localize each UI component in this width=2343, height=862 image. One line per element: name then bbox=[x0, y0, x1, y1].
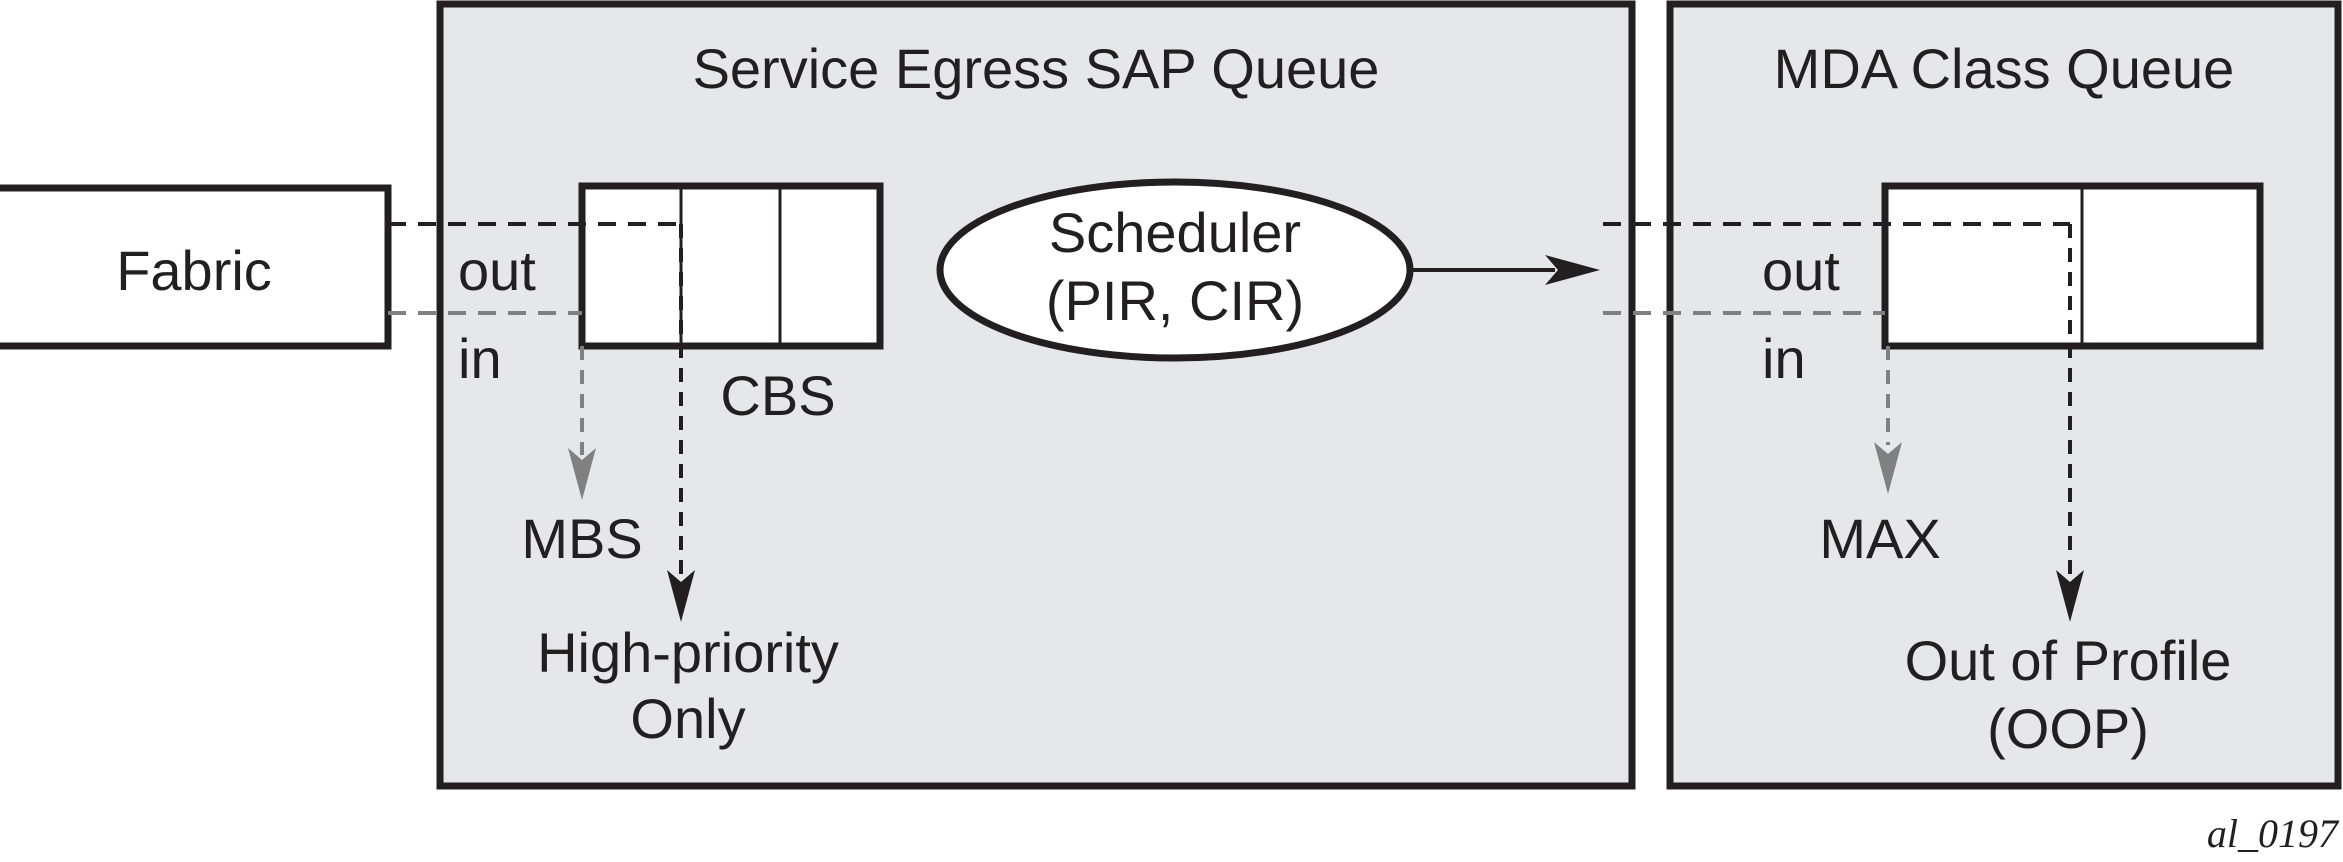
scheduler-label-line2: (PIR, CIR) bbox=[1046, 269, 1304, 332]
oop-arrowhead bbox=[2056, 570, 2084, 622]
mbs-label: MBS bbox=[521, 507, 642, 570]
mbs-arrowhead bbox=[568, 448, 596, 500]
cbs-label: CBS bbox=[720, 364, 835, 427]
mda-queue-box bbox=[1666, 0, 2342, 790]
high-priority-label-line1: High-priority bbox=[537, 621, 839, 684]
fabric-label: Fabric bbox=[116, 239, 272, 302]
sap-in-label: in bbox=[458, 327, 502, 390]
max-arrowhead bbox=[1874, 442, 1902, 494]
oop-label-line1: Out of Profile bbox=[1905, 629, 2232, 692]
mda-queue-title: MDA Class Queue bbox=[1774, 37, 2235, 100]
mda-in-label: in bbox=[1762, 327, 1806, 390]
fabric-box bbox=[0, 184, 392, 350]
oop-label-line2: (OOP) bbox=[1987, 697, 2149, 760]
mda-queue-buffer bbox=[1881, 182, 2264, 350]
high-priority-arrowhead bbox=[667, 570, 695, 622]
figure-id: al_0197 bbox=[2207, 811, 2340, 856]
sap-out-label: out bbox=[458, 239, 536, 302]
high-priority-label-line2: Only bbox=[630, 687, 745, 750]
scheduler-arrowhead bbox=[1545, 255, 1600, 285]
max-label: MAX bbox=[1819, 507, 1940, 570]
scheduler-label-line1: Scheduler bbox=[1049, 201, 1301, 264]
sap-queue-title: Service Egress SAP Queue bbox=[693, 37, 1380, 100]
sap-queue-box bbox=[436, 0, 1636, 790]
mda-out-label: out bbox=[1762, 239, 1840, 302]
sap-queue-buffer bbox=[578, 182, 884, 350]
